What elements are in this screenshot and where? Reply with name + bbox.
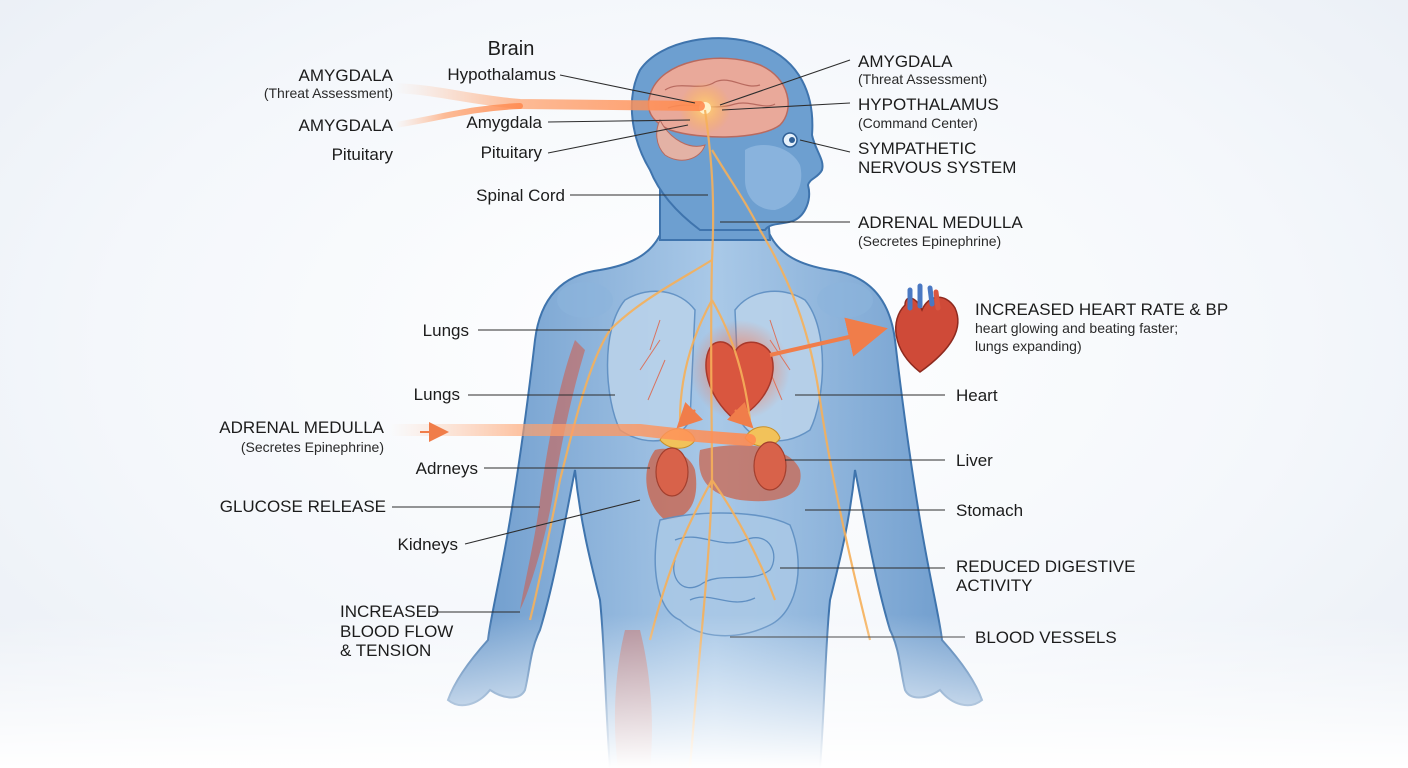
label-blood-flow-2: BLOOD FLOW [340,622,453,641]
label-heart-rate: INCREASED HEART RATE & BP [975,300,1228,319]
label-lungs-1: Lungs [423,321,469,340]
label-lungs-2: Lungs [414,385,460,404]
label-far-amygdala-2: AMYGDALA [299,116,394,135]
label-amygdala-right-sub: (Threat Assessment) [858,71,987,87]
label-heart-rate-sub-2: lungs expanding) [975,338,1082,354]
label-kidneys: Kidneys [398,535,458,554]
label-far-pituitary: Pituitary [332,145,394,164]
heart-illustration [894,283,959,373]
label-far-amygdala-1: AMYGDALA [299,66,394,85]
label-brain: Brain [488,38,535,60]
label-glucose: GLUCOSE RELEASE [220,497,386,516]
label-blood-vessels: BLOOD VESSELS [975,628,1117,647]
label-adrneys: Adrneys [416,459,478,478]
label-far-amygdala-1-sub: (Threat Assessment) [264,85,393,101]
intestines [654,512,799,637]
label-adrenal-left-sub: (Secretes Epinephrine) [241,439,384,455]
label-reduced-1: REDUCED DIGESTIVE [956,557,1135,576]
label-reduced-2: ACTIVITY [956,576,1033,595]
label-blood-flow-1: INCREASED [340,602,439,621]
label-adrenal-right-sub: (Secretes Epinephrine) [858,233,1001,249]
label-sympathetic-1: SYMPATHETIC [858,139,976,158]
label-amygdala-left: Amygdala [466,113,542,132]
label-hypothalamus-right-sub: (Command Center) [858,115,978,131]
label-adrenal-left: ADRENAL MEDULLA [219,418,384,437]
label-heart-rate-sub-1: heart glowing and beating faster; [975,320,1178,336]
label-adrenal-right: ADRENAL MEDULLA [858,213,1023,232]
label-stomach: Stomach [956,501,1023,520]
label-amygdala-right: AMYGDALA [858,52,953,71]
label-hypothalamus-left: Hypothalamus [447,65,556,84]
label-blood-flow-3: & TENSION [340,641,431,660]
label-spinal-cord: Spinal Cord [476,186,565,205]
label-liver: Liver [956,451,993,470]
label-hypothalamus-right: HYPOTHALAMUS [858,95,999,114]
label-pituitary-left: Pituitary [481,143,543,162]
label-sympathetic-2: NERVOUS SYSTEM [858,158,1016,177]
label-heart: Heart [956,386,998,405]
